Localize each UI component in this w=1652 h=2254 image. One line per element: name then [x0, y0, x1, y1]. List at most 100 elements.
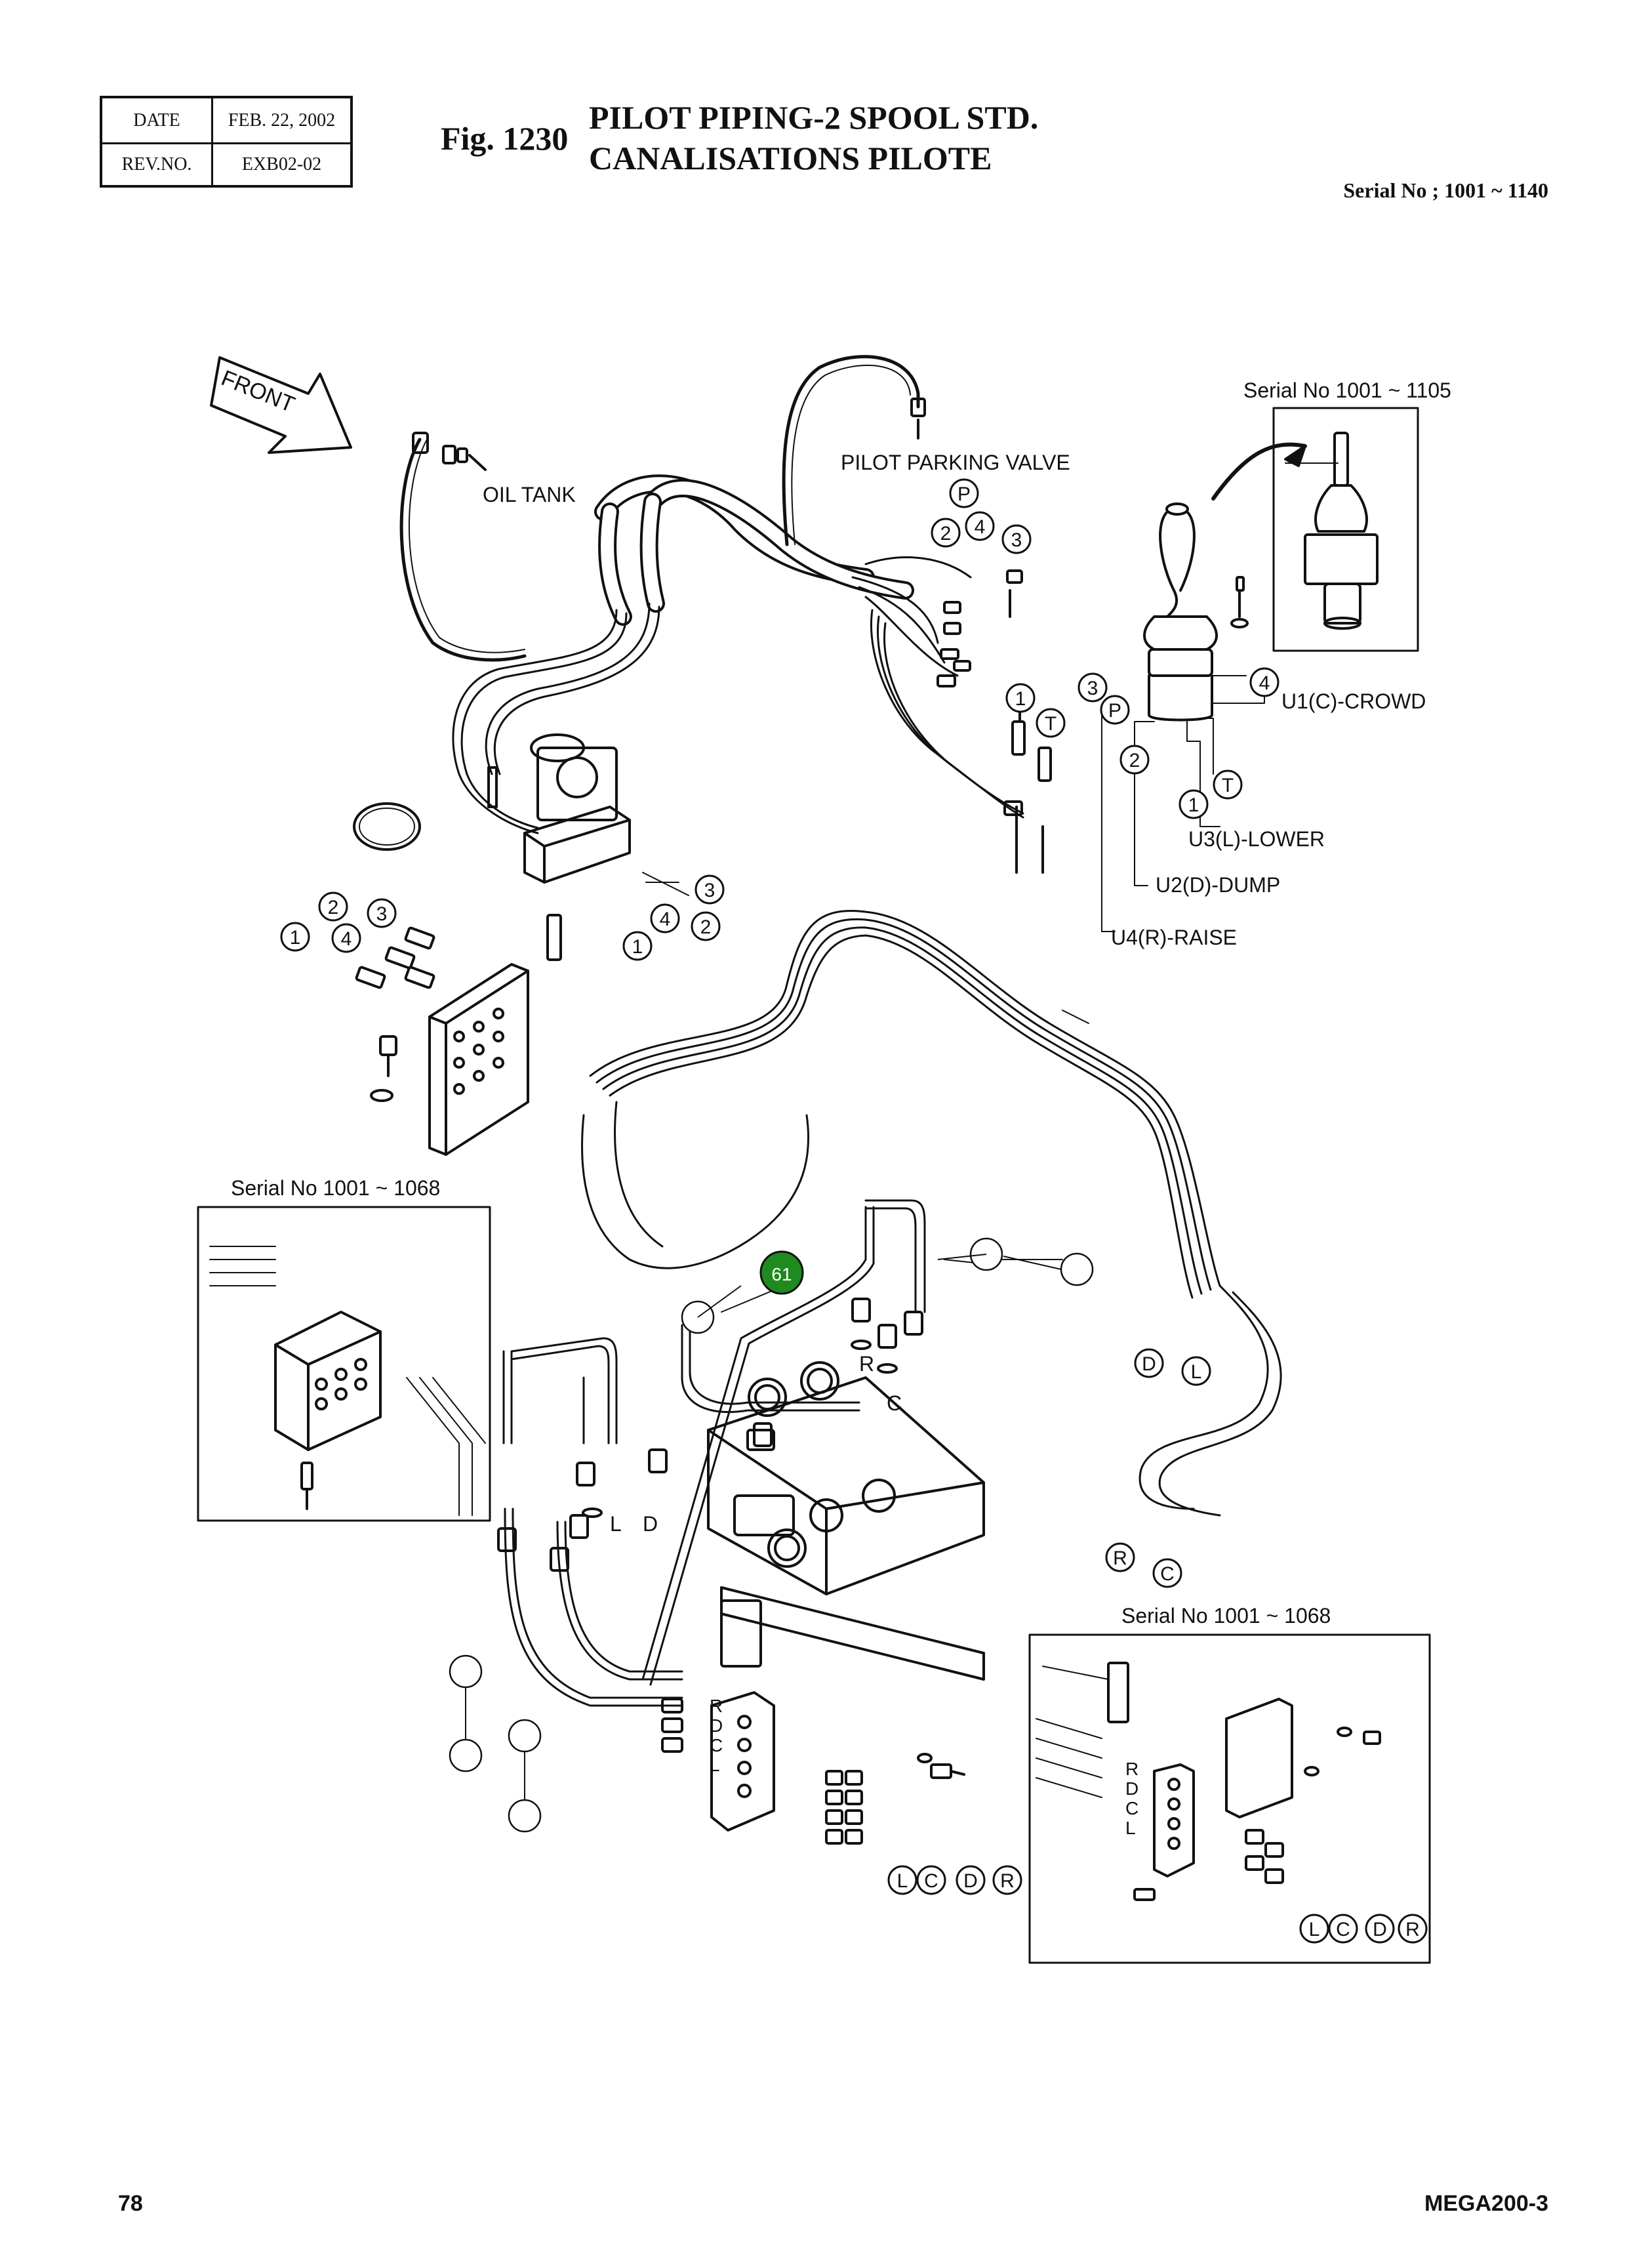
callout-circle	[508, 1719, 542, 1753]
serial-1068-right-label: Serial No 1001 ~ 1068	[1121, 1604, 1331, 1628]
circled-label-1: 1	[1005, 683, 1036, 713]
svg-text:P: P	[1108, 700, 1121, 722]
circled-label-c: C	[916, 1865, 946, 1895]
circled-label-2: 2	[318, 891, 348, 922]
steel-tubes	[502, 1199, 926, 1707]
svg-text:P: P	[957, 483, 971, 505]
circled-label-l: L	[1181, 1356, 1211, 1386]
lower-bracket	[661, 1691, 965, 1845]
svg-text:T: T	[1222, 775, 1234, 796]
inset-letter-d: D	[1125, 1778, 1138, 1799]
svg-text:4: 4	[1259, 672, 1270, 694]
u4-raise-label: U4(R)-RAISE	[1111, 926, 1237, 949]
inset-letter-r: R	[1125, 1759, 1138, 1779]
circled-label-1: 1	[622, 931, 653, 961]
svg-text:1: 1	[1188, 794, 1199, 816]
svg-text:D: D	[963, 1870, 978, 1892]
manifold-block	[487, 733, 631, 961]
svg-text:4: 4	[341, 928, 352, 950]
parking-valve-fittings	[937, 569, 1052, 874]
svg-text:4: 4	[975, 516, 986, 538]
date-label: DATE	[133, 110, 180, 131]
corrugated-hose-bundle	[594, 474, 914, 626]
valve-fittings	[497, 1298, 923, 1572]
u1-crowd-label: U1(C)-CROWD	[1281, 689, 1426, 713]
u2-dump-label: U2(D)-DUMP	[1156, 873, 1280, 897]
figure-number: Fig. 1230	[441, 120, 569, 157]
port-letter-l: L	[610, 1512, 622, 1536]
joystick-inset	[1272, 407, 1419, 652]
svg-text:T: T	[1045, 713, 1057, 735]
bracket-letter-c: C	[710, 1735, 723, 1755]
svg-text:L: L	[1191, 1361, 1202, 1383]
serial-1105-label: Serial No 1001 ~ 1105	[1243, 379, 1451, 402]
info-box-divider-horizontal	[102, 142, 350, 144]
pilot-hose-loop	[581, 910, 1221, 1299]
circled-label-r: R	[1105, 1542, 1135, 1572]
svg-text:C: C	[924, 1870, 938, 1892]
svg-text:C: C	[1336, 1919, 1350, 1940]
pilot-hose-group-upper	[851, 556, 1024, 819]
oil-tank-label: OIL TANK	[483, 483, 576, 506]
svg-text:L: L	[1309, 1919, 1320, 1940]
circled-label-l: L	[887, 1865, 917, 1895]
circled-label-1: 1	[280, 922, 310, 952]
info-box-divider-vertical	[211, 98, 213, 185]
circled-label-r: R	[1398, 1914, 1428, 1944]
circled-label-2: 2	[1119, 745, 1150, 775]
callout-circle	[449, 1654, 483, 1689]
control-valve	[707, 1361, 985, 1681]
circled-label-2: 2	[691, 911, 721, 941]
svg-text:D: D	[1142, 1353, 1156, 1375]
svg-text:L: L	[897, 1870, 908, 1892]
circled-label-3: 3	[1078, 672, 1108, 703]
circled-label-2: 2	[931, 518, 961, 548]
bracket-letter-d: D	[710, 1715, 723, 1736]
svg-text:C: C	[1160, 1563, 1175, 1585]
svg-text:R: R	[1113, 1547, 1127, 1569]
circled-label-c: C	[1328, 1914, 1358, 1944]
rev-label: REV.NO.	[121, 154, 192, 174]
page-title-french: CANALISATIONS PILOTE	[589, 140, 992, 176]
page-number: 78	[118, 2191, 143, 2216]
hose-clamp	[353, 802, 421, 851]
oil-tank-fitting	[412, 432, 487, 471]
circled-label-l: L	[1299, 1914, 1329, 1944]
svg-text:3: 3	[376, 903, 388, 925]
circled-label-4: 4	[650, 903, 680, 933]
circled-label-3: 3	[1001, 524, 1032, 554]
mounting-plate	[370, 963, 529, 1156]
svg-text:2: 2	[700, 916, 712, 938]
port-letter-d: D	[643, 1512, 658, 1536]
rev-value: EXB02-02	[241, 154, 322, 174]
port-letter-c: C	[887, 1391, 902, 1415]
svg-text:1: 1	[632, 936, 643, 958]
joystick-assembly	[1143, 442, 1307, 722]
svg-text:1: 1	[290, 927, 301, 949]
u3-lower-label: U3(L)-LOWER	[1188, 827, 1325, 851]
circled-label-d: D	[956, 1865, 986, 1895]
circled-label-d: D	[1365, 1914, 1395, 1944]
circled-label-3: 3	[367, 898, 397, 928]
circled-label-c: C	[1152, 1558, 1182, 1588]
svg-text:D: D	[1373, 1919, 1387, 1940]
pilot-hose-group-left	[452, 602, 660, 834]
circled-label-4: 4	[965, 511, 995, 541]
svg-text:3: 3	[1011, 529, 1022, 551]
callout-circle	[449, 1738, 483, 1772]
revision-info-box: DATE FEB. 22, 2002 REV.NO. EXB02-02	[100, 96, 353, 188]
circled-label-4: 4	[331, 923, 361, 953]
port-letter-r: R	[859, 1352, 874, 1376]
svg-text:61: 61	[771, 1264, 792, 1284]
circled-label-r: R	[992, 1865, 1022, 1895]
svg-text:2: 2	[328, 897, 339, 918]
inset-letter-l: L	[1125, 1818, 1136, 1838]
circled-label-p: P	[1100, 695, 1130, 725]
svg-text:R: R	[1000, 1870, 1015, 1892]
circled-label-d: D	[1134, 1348, 1164, 1378]
svg-text:2: 2	[940, 523, 952, 544]
svg-text:4: 4	[660, 909, 671, 930]
pilot-parking-valve-label: PILOT PARKING VALVE	[841, 451, 1070, 474]
callout-circle	[508, 1799, 542, 1833]
part-badge: 61	[759, 1250, 804, 1295]
